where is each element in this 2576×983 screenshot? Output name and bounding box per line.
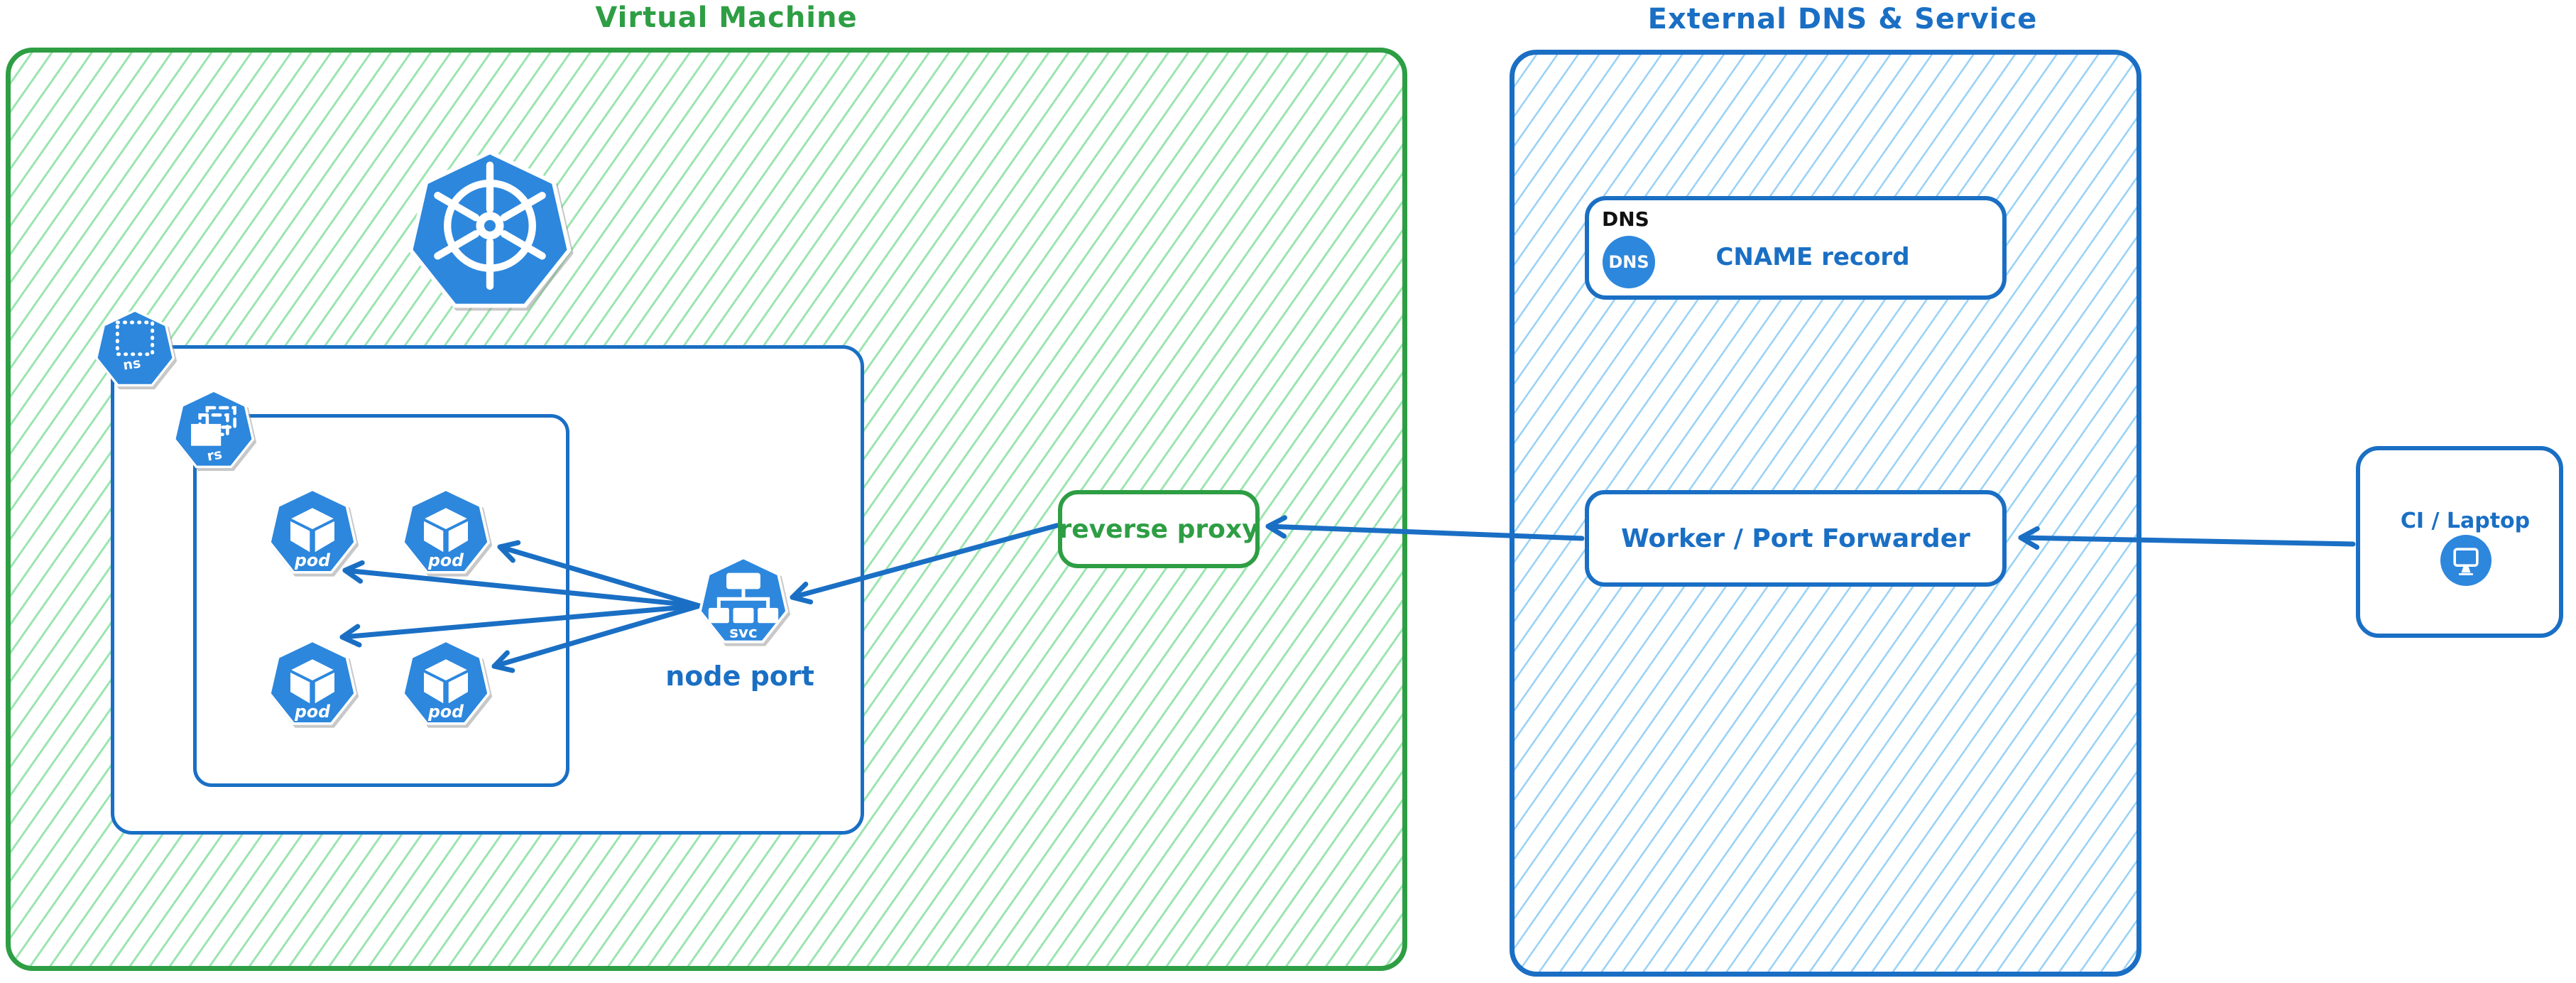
pod-icon: pod [268, 640, 356, 728]
kubernetes-logo-icon [408, 151, 572, 314]
service-icon-label: svc [729, 624, 757, 641]
ci-laptop-label: CI / Laptop [2400, 509, 2531, 533]
dns-icon-text: DNS [1608, 252, 1649, 272]
pod-icon: pod [402, 489, 490, 577]
replicaset-icon-label: rs [206, 445, 224, 464]
vm-region-title: Virtual Machine [595, 1, 858, 34]
worker-port-forwarder-label: Worker / Port Forwarder [1621, 523, 1970, 553]
node-port-caption: node port [665, 661, 814, 692]
dns-tag-label: DNS [1602, 207, 1649, 231]
pod-icon: pod [402, 640, 490, 728]
pod-icon-label: pod [427, 550, 464, 570]
namespace-icon-label: ns [122, 355, 142, 373]
pod-icon-label: pod [294, 550, 331, 570]
worker-port-forwarder-box: Worker / Port Forwarder [1585, 490, 2007, 587]
cname-record-label: CNAME record [1715, 243, 1910, 271]
pod-icon-label: pod [294, 702, 331, 722]
dns-cname-box [1585, 196, 2007, 300]
reverse-proxy-box: reverse proxy [1058, 490, 1260, 568]
replicaset-icon: rs [173, 390, 254, 471]
service-icon: svc [699, 557, 788, 646]
pod-icon-label: pod [427, 702, 464, 722]
laptop-icon [2440, 535, 2492, 586]
dns-icon: DNS [1603, 236, 1655, 288]
external-region-title: External DNS & Service [1647, 3, 2038, 36]
reverse-proxy-label: reverse proxy [1059, 514, 1259, 544]
namespace-icon: ns [95, 310, 175, 389]
pod-icon: pod [268, 489, 356, 577]
